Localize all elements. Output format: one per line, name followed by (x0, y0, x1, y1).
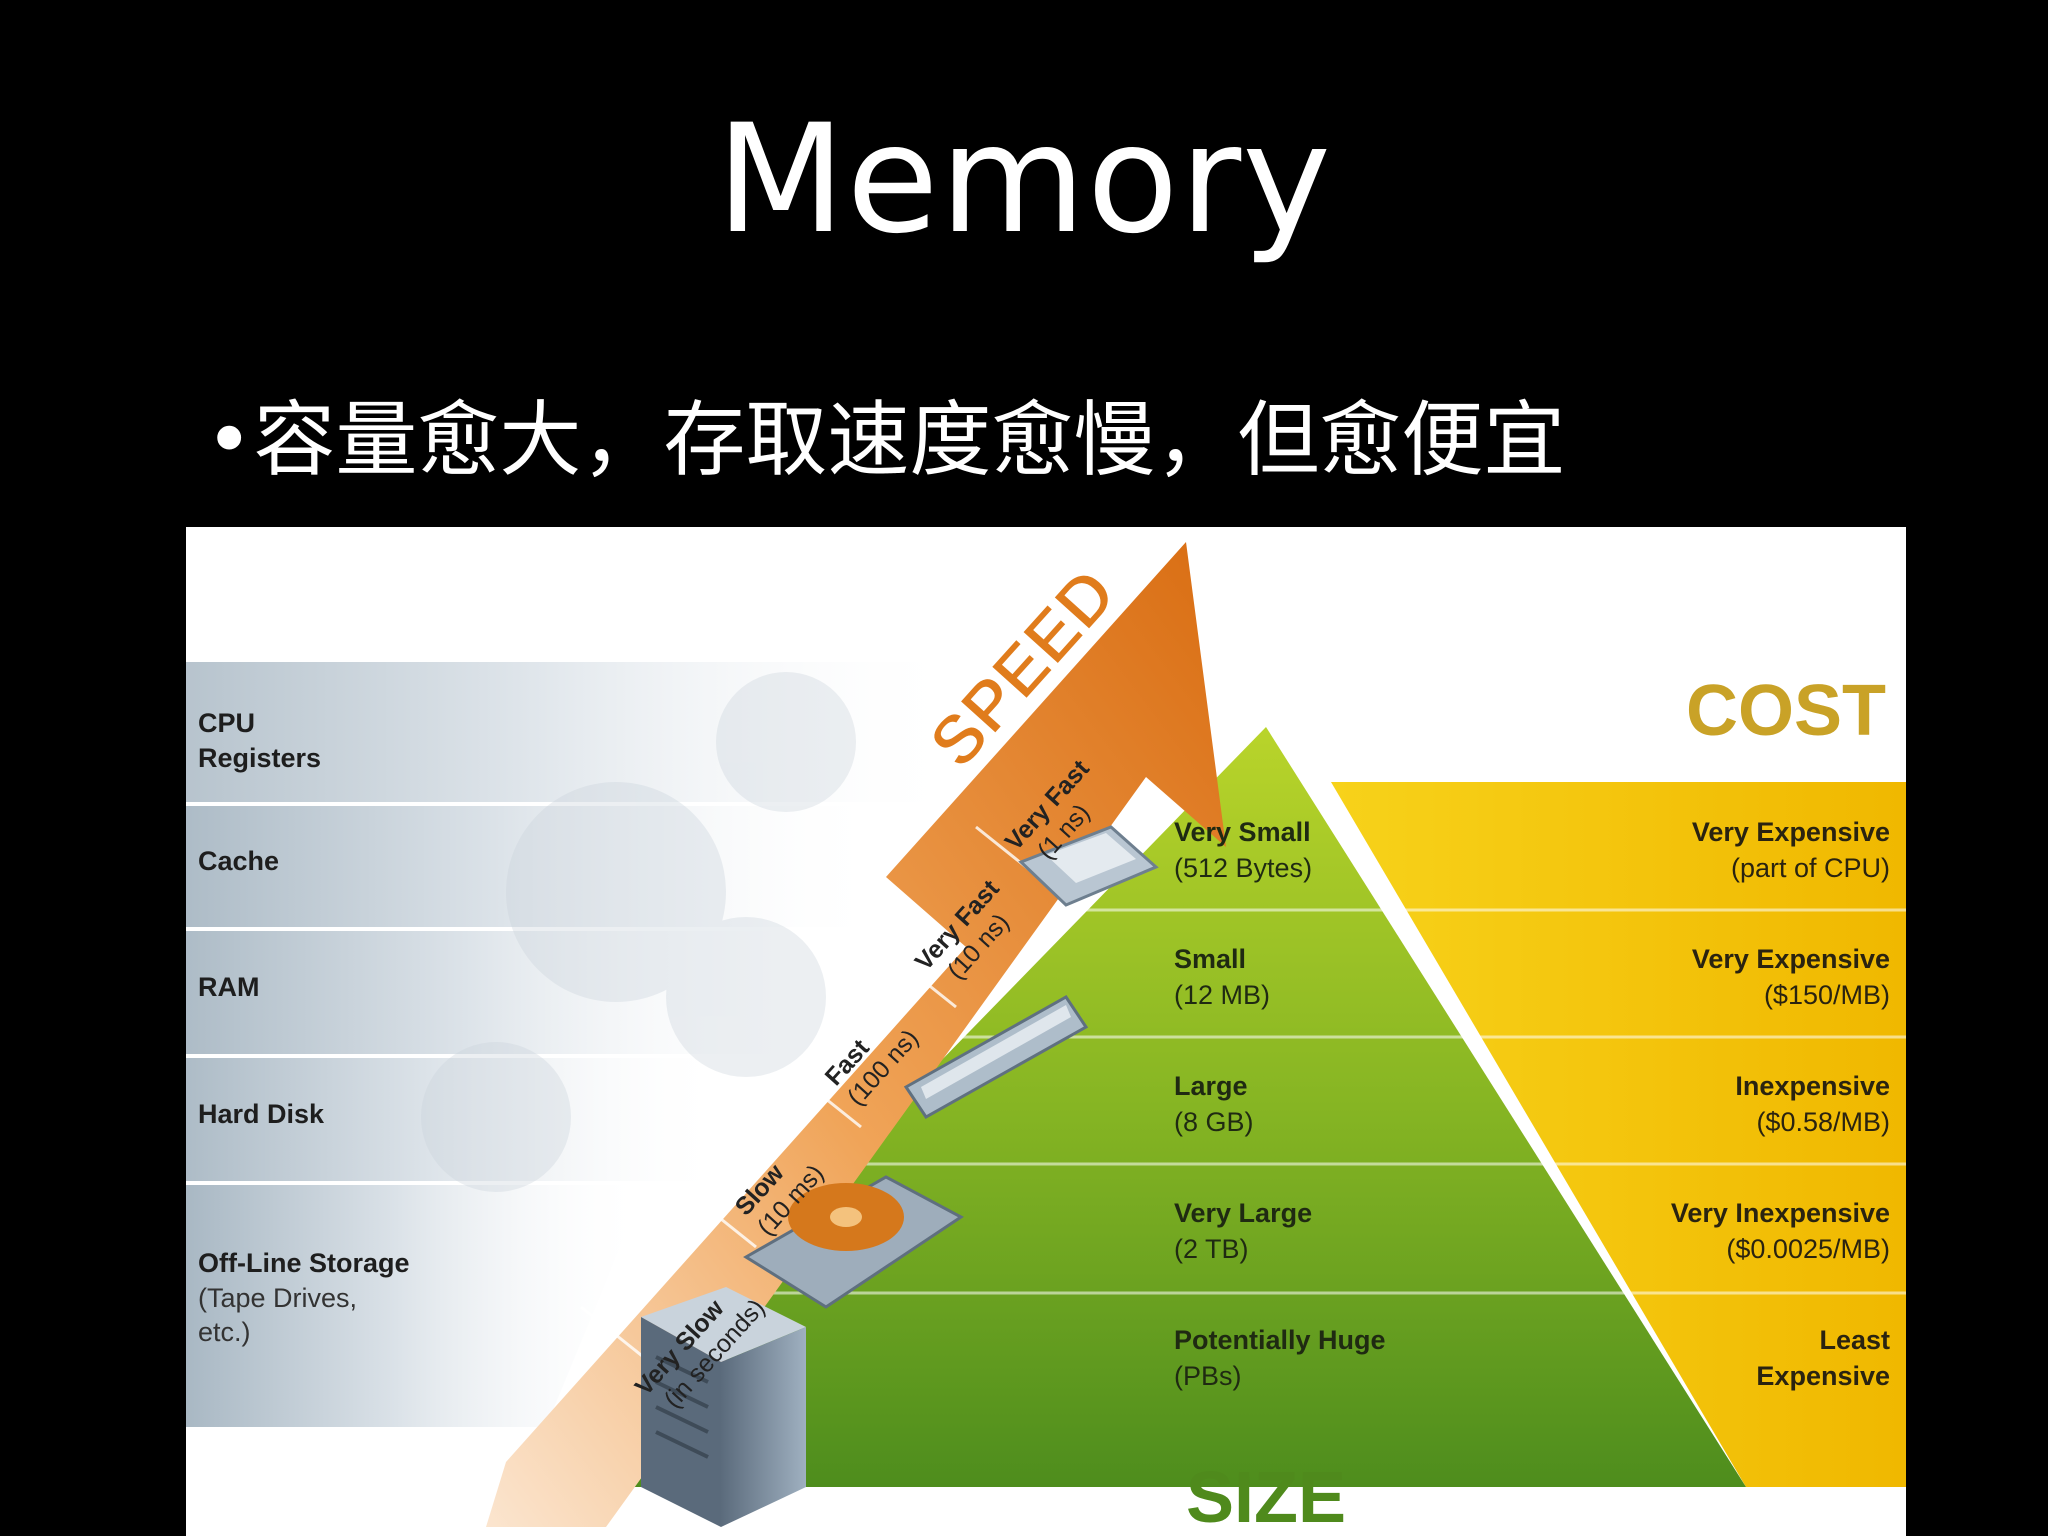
band-offline-storage (186, 1185, 646, 1427)
size-value: (8 GB) (1174, 1107, 1254, 1137)
cost-value: Least (1819, 1325, 1890, 1355)
memory-hierarchy-svg: SPEED COST SIZE CPU Registers Cache RAM … (186, 527, 1906, 1536)
level-name-line: Off-Line Storage (198, 1248, 410, 1278)
memory-hierarchy-diagram: SPEED COST SIZE CPU Registers Cache RAM … (186, 527, 1906, 1536)
cost-value: Very Inexpensive (1671, 1198, 1890, 1228)
cost-value: Expensive (1756, 1361, 1890, 1391)
size-value: (2 TB) (1174, 1234, 1249, 1264)
size-value: Very Small (1174, 817, 1311, 847)
cpu-chip-icon (1018, 825, 1159, 907)
slide-title: Memory (715, 93, 1333, 267)
gear-icon (716, 672, 856, 812)
level-name-line: etc.) (198, 1317, 251, 1347)
size-value: (12 MB) (1174, 980, 1270, 1010)
level-name-line: Hard Disk (198, 1099, 325, 1129)
cost-band (1331, 782, 1906, 1487)
speed-dividers (580, 825, 1052, 1369)
cost-value: Very Expensive (1692, 817, 1890, 847)
size-value: (PBs) (1174, 1361, 1242, 1391)
ram-module-icon (903, 995, 1089, 1119)
level-name-line: Cache (198, 846, 279, 876)
level-name-line: (Tape Drives, (198, 1283, 357, 1313)
cost-value: (part of CPU) (1731, 853, 1890, 883)
level-name-line: Registers (198, 743, 321, 773)
speed-arrow (486, 542, 1226, 1527)
size-value: (512 Bytes) (1174, 853, 1312, 883)
cost-value: ($0.58/MB) (1756, 1107, 1890, 1137)
server-tower-icon (641, 1287, 806, 1527)
size-value: Small (1174, 944, 1246, 974)
cost-value: Inexpensive (1735, 1071, 1890, 1101)
level-name-line: CPU (198, 708, 255, 738)
gear-icon (506, 782, 726, 1002)
size-value: Large (1174, 1071, 1248, 1101)
cost-value: ($0.0025/MB) (1726, 1234, 1890, 1264)
level-bands (186, 662, 966, 1427)
cost-value: ($150/MB) (1764, 980, 1890, 1010)
size-label: SIZE (1186, 1458, 1346, 1536)
cost-label: COST (1686, 671, 1886, 751)
band-cache (186, 806, 886, 927)
cost-value: Very Expensive (1692, 944, 1890, 974)
slide-bullet: •容量愈大，存取速度愈慢，但愈便宜 (205, 393, 1566, 488)
gear-decorations (421, 672, 856, 1192)
level-name-line: RAM (198, 972, 260, 1002)
size-values: Very Small (512 Bytes) Small (12 MB) Lar… (1174, 817, 1386, 1391)
size-value: Very Large (1174, 1198, 1312, 1228)
cost-values: Very Expensive (part of CPU) Very Expens… (1671, 817, 1890, 1391)
size-value: Potentially Huge (1174, 1325, 1386, 1355)
band-hard-disk (186, 1058, 726, 1181)
gear-icon (666, 917, 826, 1077)
hard-disk-icon (743, 1175, 964, 1309)
level-names: CPU Registers Cache RAM Hard Disk Off-Li… (198, 708, 410, 1347)
band-ram (186, 931, 806, 1054)
gear-icon (421, 1042, 571, 1192)
band-cpu-registers (186, 662, 966, 802)
